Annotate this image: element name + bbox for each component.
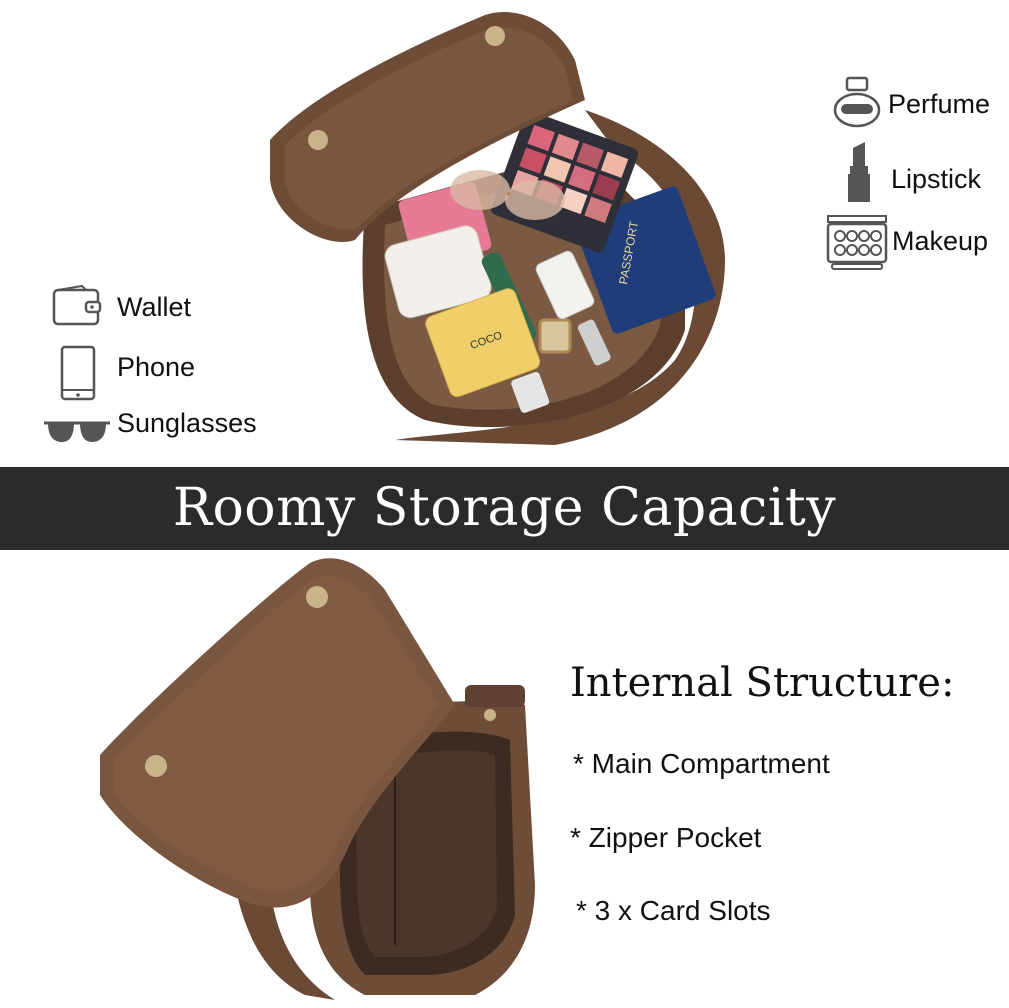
- feature-label-lipstick: Lipstick: [891, 164, 982, 194]
- perfume-bottle-image: COCO: [425, 288, 550, 413]
- structure-item-card-slots: * 3 x Card Slots: [576, 895, 771, 926]
- sunglasses-image: [450, 170, 565, 220]
- feature-label-sunglasses: Sunglasses: [117, 408, 257, 438]
- perfume-icon: [833, 76, 881, 128]
- title-banner: [0, 467, 1009, 550]
- makeup-palette-icon: [826, 215, 888, 270]
- empty-bag-interior-photo: [100, 558, 535, 1000]
- lipstick-icon: [848, 142, 870, 202]
- internal-structure-title: Internal Structure:: [570, 660, 955, 706]
- feature-label-phone: Phone: [117, 352, 196, 382]
- wallet-icon: [52, 284, 102, 326]
- magnetic-snap: [308, 130, 328, 150]
- magnetic-snap: [306, 586, 328, 608]
- banner-title: Roomy Storage Capacity: [172, 478, 837, 538]
- open-bag-with-contents-photo: PASSPORT COCO: [270, 12, 725, 445]
- feature-label-makeup: Makeup: [892, 226, 989, 256]
- magnetic-snap: [485, 26, 505, 46]
- feature-label-perfume: Perfume: [888, 89, 991, 119]
- phone-icon: [60, 345, 96, 401]
- structure-item-main-compartment: * Main Compartment: [573, 748, 830, 779]
- sunglasses-icon: [44, 421, 110, 442]
- small-perfume-image: [535, 250, 611, 366]
- structure-item-zipper-pocket: * Zipper Pocket: [570, 822, 762, 853]
- magnetic-snap: [145, 755, 167, 777]
- feature-label-wallet: Wallet: [117, 292, 192, 322]
